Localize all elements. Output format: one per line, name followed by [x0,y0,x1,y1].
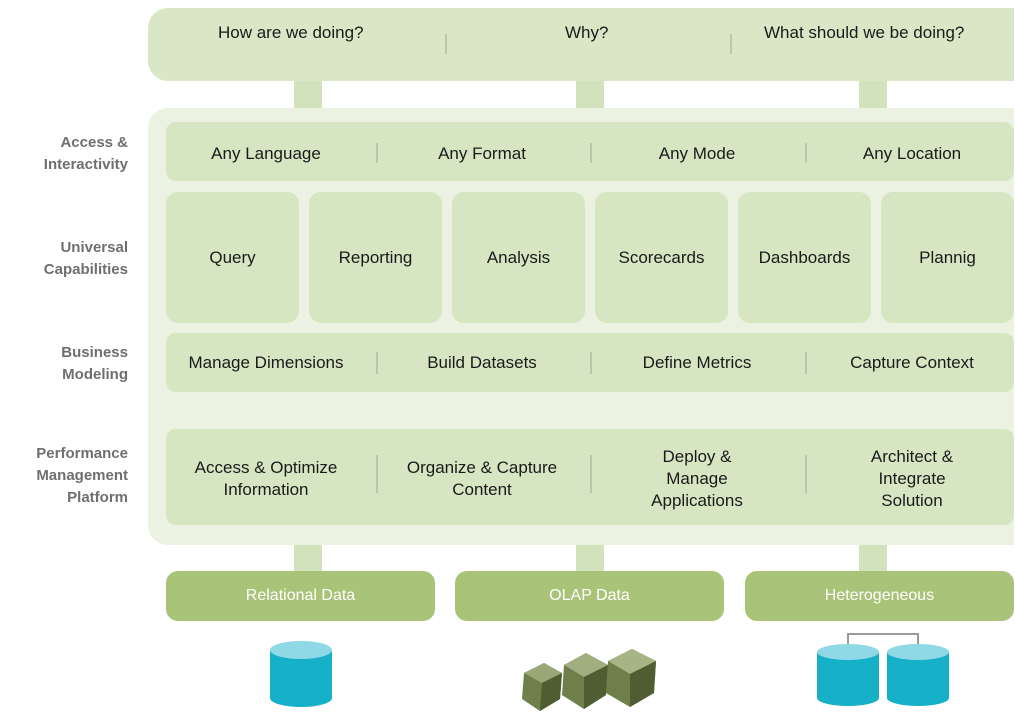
side-label-universal: Universal Capabilities [43,239,128,278]
connector [859,545,887,571]
access-item: Any Language [211,144,321,163]
question-separator [445,34,447,54]
data-source-heterogeneous: Heterogeneous [745,571,1014,621]
question-why: Why? [565,23,609,42]
row-separator [805,352,807,374]
business-item: Manage Dimensions [188,353,344,372]
capability-tile-dashboards: Dashboards [738,192,871,323]
olap-cubes-icon [522,649,656,711]
access-item: Any Format [438,144,526,163]
row-separator [376,455,378,493]
business-item: Define Metrics [642,353,752,372]
capability-label: Analysis [486,247,551,267]
connector [576,545,604,571]
capability-label: Dashboards [758,247,851,267]
row-separator [376,143,378,163]
access-item: Any Location [862,144,962,163]
capability-label: Scorecards [618,247,705,267]
row-separator [590,455,592,493]
row-separator [805,143,807,163]
question-separator [730,34,732,54]
row-separator [590,352,592,374]
capability-tile-planning: Plannig [881,192,1014,323]
row-separator [376,352,378,374]
capability-tile-query: Query [166,192,299,323]
connector [294,81,322,108]
connector [576,81,604,108]
database-cylinder-icon [270,641,332,707]
platform-item: Architect & Integrate Solution [870,447,954,510]
connector [294,545,322,571]
business-item: Capture Context [850,353,974,372]
capability-tile-analysis: Analysis [452,192,585,323]
capability-tile-reporting: Reporting [309,192,442,323]
row-separator [590,143,592,163]
side-label-business: Business Modeling [61,344,128,383]
row-separator [805,455,807,493]
capability-label: Reporting [338,247,413,267]
side-label-access: Access & Interactivity [43,134,128,173]
question-how: How are we doing? [218,23,364,42]
linked-databases-icon [817,633,949,706]
capability-label: Query [209,247,256,267]
data-source-relational: Relational Data [166,571,435,621]
connector [859,81,887,108]
side-label-performance: Performance Management Platform [36,445,128,506]
capability-tile-scorecards: Scorecards [595,192,728,323]
platform-item: Organize & Capture Content [406,458,558,499]
data-source-olap: OLAP Data [455,571,724,621]
question-what: What should we be doing? [764,23,965,42]
business-item: Build Datasets [427,353,537,372]
platform-item: Access & Optimize Information [194,458,338,499]
platform-item: Deploy & Manage Applications [651,447,743,510]
access-item: Any Mode [658,144,736,163]
capability-label: Plannig [919,247,976,267]
questions-bar [148,8,1014,81]
